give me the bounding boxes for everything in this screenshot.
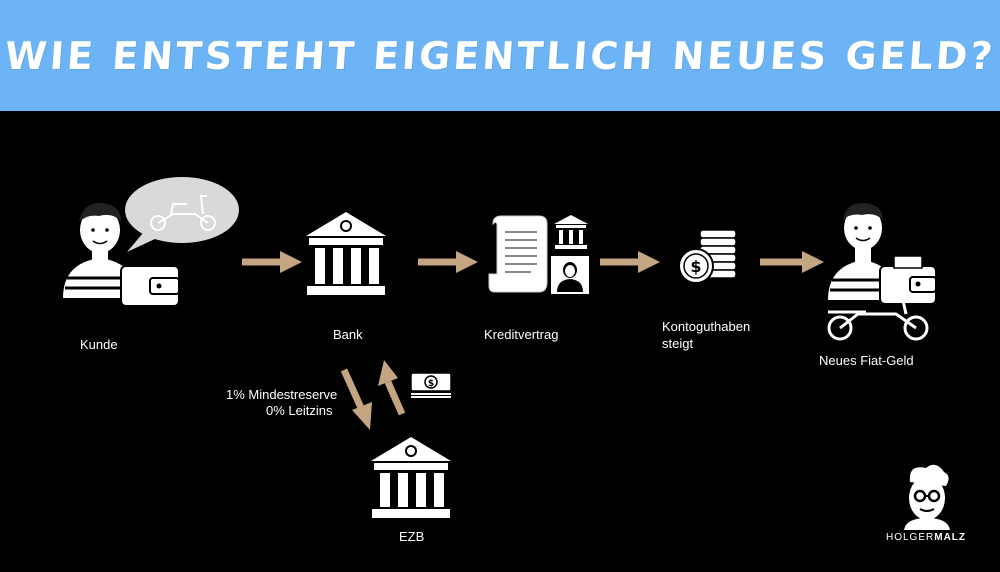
page-title: WIE ENTSTEHT EIGENTLICH NEUES GELD? <box>3 33 997 78</box>
ezb-label: EZB <box>399 529 425 544</box>
customer-person-icon <box>63 202 137 298</box>
brand-portrait-logo <box>904 464 950 530</box>
small-person-icon <box>551 256 589 294</box>
arrow-bank-to-ezb <box>340 368 372 430</box>
bank-label: Bank <box>333 327 363 342</box>
arrow-kunde-to-bank <box>242 251 302 273</box>
brand-part1: HOLGER <box>886 532 935 543</box>
title-banner: WIE ENTSTEHT EIGENTLICH NEUES GELD? <box>0 0 1000 111</box>
bank-building-icon <box>306 212 386 295</box>
kunde-label: Kunde <box>80 337 118 352</box>
brand-wordmark: HOLGERMALZ <box>886 532 966 543</box>
konto-label-line1: Kontoguthaben <box>662 319 751 334</box>
brand-part2: MALZ <box>934 532 967 543</box>
fiat-illustration <box>827 202 937 341</box>
arrow-ezb-to-bank <box>378 360 406 416</box>
svg-text:$: $ <box>428 379 434 389</box>
contract-illustration <box>488 215 589 294</box>
contract-scroll-icon <box>488 215 548 293</box>
arrow-kredit-to-konto <box>600 251 660 273</box>
svg-text:$: $ <box>690 257 701 276</box>
wallet-icon <box>120 265 180 307</box>
reserve-line2: 0% Leitzins <box>266 403 333 418</box>
speech-bubble <box>125 177 239 243</box>
kreditvertrag-label: Kreditvertrag <box>484 327 559 342</box>
scooter-icon <box>150 195 216 231</box>
money-bills-icon: $ <box>410 372 452 398</box>
fiat-wallet-icon <box>879 255 937 305</box>
ezb-building-icon <box>371 437 451 518</box>
arrow-bank-to-kredit <box>418 251 478 273</box>
fiat-scooter-icon <box>827 294 929 341</box>
konto-label-line2: steigt <box>662 336 694 351</box>
coins-stack-icon: $ <box>678 229 737 284</box>
small-bank-icon <box>554 215 588 249</box>
reserve-line1: 1% Mindestreserve <box>226 387 338 402</box>
customer-illustration <box>63 177 239 307</box>
fiat-label: Neues Fiat-Geld <box>819 353 914 368</box>
arrow-konto-to-fiat <box>760 251 824 273</box>
